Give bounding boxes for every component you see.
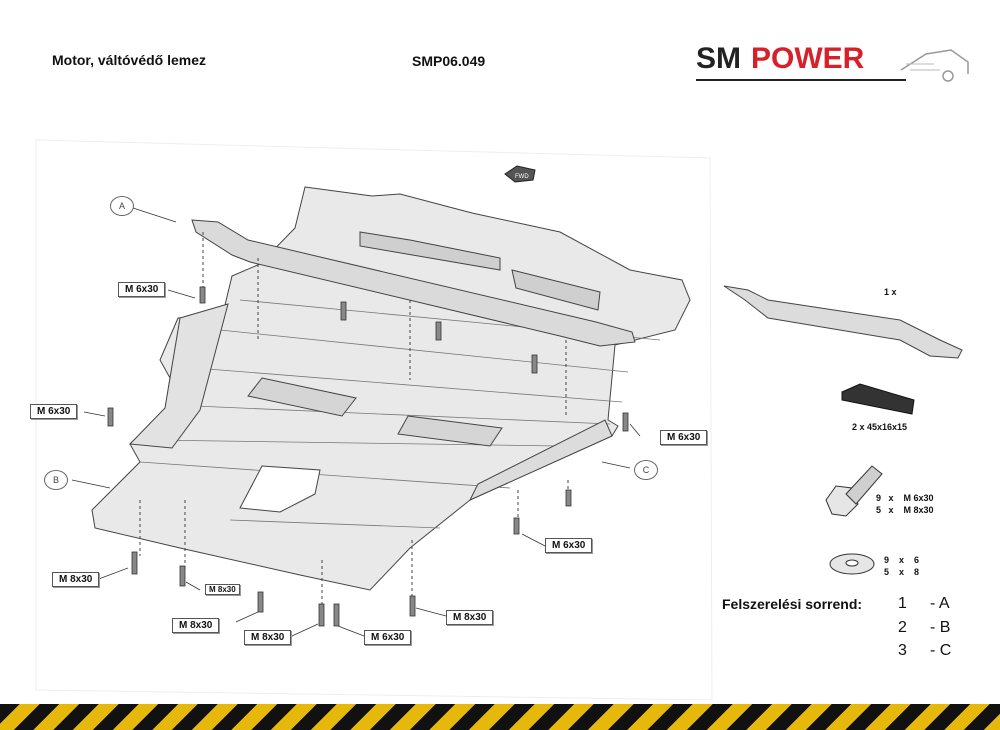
bolt-label: M 8x30: [205, 584, 240, 595]
plate-cutout: [239, 465, 321, 513]
bolt-label: M 6x30: [364, 630, 412, 645]
plate-dimensions: 2 x 45x16x15: [852, 422, 908, 432]
right-side-plate: [468, 419, 613, 502]
callout-c: C: [634, 460, 658, 480]
washer-icon: [829, 553, 875, 575]
left-side-plate: [128, 303, 229, 449]
bolt-label: M 8x30: [244, 630, 292, 645]
plate-slots: [247, 377, 503, 447]
assembly-step-letter: - A: [930, 595, 950, 612]
plate-panel-lines: [139, 299, 661, 529]
bracket-quantity: 1 x: [884, 287, 897, 297]
logo-power-text: POWER: [751, 42, 865, 75]
assembly-step-number: 3: [898, 642, 907, 659]
bolt-counts: 9 x M 6x30 5 x M 8x30: [876, 493, 934, 515]
assembly-step-number: 1: [898, 595, 907, 612]
bolt-icon: [825, 465, 883, 517]
assembly-step-number: 2: [898, 619, 907, 636]
bolt-label: M 8x30: [446, 610, 494, 625]
fwd-text: FWD: [515, 174, 529, 180]
logo-car-icon: [696, 49, 969, 82]
bolts: [107, 286, 629, 627]
washer-counts: 9 x 6 5 x 8: [884, 555, 920, 577]
fwd-arrow-icon: FWD: [504, 165, 536, 183]
bolt-label: M 6x30: [118, 282, 166, 297]
logo-sm-text: SM: [696, 42, 741, 75]
page-title: Motor, váltóvédő lemez: [52, 52, 207, 68]
side-bracket-drawing: [723, 285, 963, 359]
part-code: SMP06.049: [412, 53, 486, 69]
label-leaders: [71, 207, 641, 637]
exploded-diagram: FWD: [35, 139, 963, 700]
spacer-plate-drawing: [841, 383, 915, 415]
callout-a: A: [110, 196, 134, 216]
assembly-step-letter: - B: [930, 619, 951, 636]
hazard-stripe: [0, 704, 1000, 730]
top-bracket: [191, 219, 636, 347]
bolt-label: M 8x30: [172, 618, 220, 633]
assembly-order-title: Felszerelési sorrend:: [722, 596, 863, 612]
callout-b: B: [44, 470, 68, 490]
bolt-label: M 8x30: [52, 572, 100, 587]
assembly-step-letter: - C: [930, 642, 952, 659]
bolt-label: M 6x30: [30, 404, 78, 419]
brand-logo: SM POWER: [696, 40, 976, 86]
bolt-label: M 6x30: [545, 538, 593, 553]
bolt-label: M 6x30: [660, 430, 708, 445]
